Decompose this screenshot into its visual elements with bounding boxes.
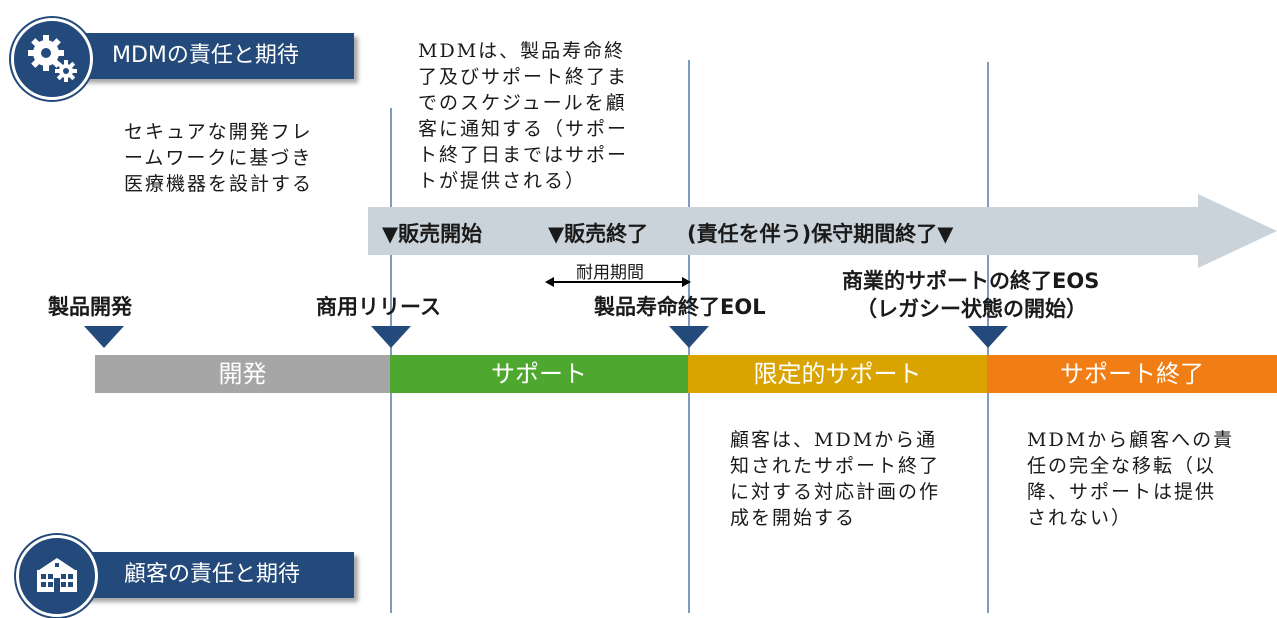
gears-icon xyxy=(28,35,77,82)
phase-end-of-support: サポート終了 xyxy=(987,355,1277,393)
sales-end-label: ▼販売終了 xyxy=(548,222,649,246)
customer-badge-title: 顧客の責任と期待 xyxy=(124,562,301,587)
dev-description-line: 医療機器を設計する xyxy=(124,173,314,195)
milestone-eos-sublabel: （レガシー状態の開始） xyxy=(856,297,1087,321)
dev-description-line: ームワークに基づき xyxy=(124,147,313,169)
customer-plan-line: 顧客は、MDMから通 xyxy=(730,429,938,451)
sales-start-label: ▼販売開始 xyxy=(382,222,483,246)
phase-end-of-support-label: サポート終了 xyxy=(1060,360,1204,388)
milestone-eol-marker xyxy=(669,326,709,348)
milestone-release-label: 商用リリース xyxy=(316,295,441,319)
customer-plan-text: 顧客は、MDMから通 知されたサポート終了 に対する対応計画の作 成を開始する xyxy=(730,427,940,531)
phase-development: 開発 xyxy=(95,355,390,393)
mdm-badge: MDMの責任と期待 xyxy=(54,33,354,79)
mdm-notice-line: トが提供される） xyxy=(418,170,587,192)
customer-plan-line: に対する対応計画の作 xyxy=(730,481,941,503)
mdm-notice-line: 了及びサポート終了ま xyxy=(418,66,629,88)
milestone-eol-label: 製品寿命終了EOL xyxy=(594,295,766,319)
customer-plan-line: 知されたサポート終了 xyxy=(730,455,941,477)
phase-limited-support: 限定的サポート xyxy=(688,355,987,393)
phase-limited-support-label: 限定的サポート xyxy=(753,360,922,388)
mdm-badge-circle xyxy=(11,18,93,100)
transfer-line: 降、サポートは提供 xyxy=(1027,481,1217,503)
customer-badge: 顧客の責任と期待 xyxy=(54,552,354,598)
service-life-label: 耐用期間 xyxy=(576,263,644,283)
milestone-eos-label: 商業的サポートの終了EOS xyxy=(842,269,1100,293)
transfer-line: MDMから顧客への責 xyxy=(1027,429,1235,451)
phase-support: サポート xyxy=(390,355,688,393)
customer-badge-circle xyxy=(16,535,98,617)
mdm-notice-line: 客に通知する（サポー xyxy=(418,118,629,140)
mdm-notice: MDMは、製品寿命終 了及びサポート終了ま でのスケジュールを顧 客に通知する（… xyxy=(418,38,628,194)
timeline-arrow xyxy=(368,194,1277,268)
dev-description-line: セキュアな開発フレ xyxy=(124,121,313,143)
building-icon xyxy=(37,558,77,592)
mdm-notice-line: MDMは、製品寿命終 xyxy=(418,40,626,62)
milestone-dev-label: 製品開発 xyxy=(48,295,132,319)
phase-support-label: サポート xyxy=(491,360,587,388)
service-life-arrow xyxy=(545,277,691,287)
customer-plan-line: 成を開始する xyxy=(730,507,857,529)
mdm-notice-line: ト終了日まではサポー xyxy=(418,144,629,166)
transfer-text: MDMから顧客への責 任の完全な移転（以 降、サポートは提供 されない） xyxy=(1027,427,1234,531)
transfer-line: 任の完全な移転（以 xyxy=(1027,455,1217,477)
milestone-release-marker xyxy=(371,326,411,348)
dev-description: セキュアな開発フレ ームワークに基づき 医療機器を設計する xyxy=(124,119,313,197)
mdm-notice-line: でのスケジュールを顧 xyxy=(418,92,627,114)
maintenance-end-label: (責任を伴う)保守期間終了▼ xyxy=(687,222,954,246)
mdm-badge-title: MDMの責任と期待 xyxy=(112,43,299,68)
transfer-line: されない） xyxy=(1027,507,1133,529)
milestone-dev-marker xyxy=(84,326,124,348)
milestone-eos-marker xyxy=(968,326,1008,348)
phase-development-label: 開発 xyxy=(218,360,267,388)
